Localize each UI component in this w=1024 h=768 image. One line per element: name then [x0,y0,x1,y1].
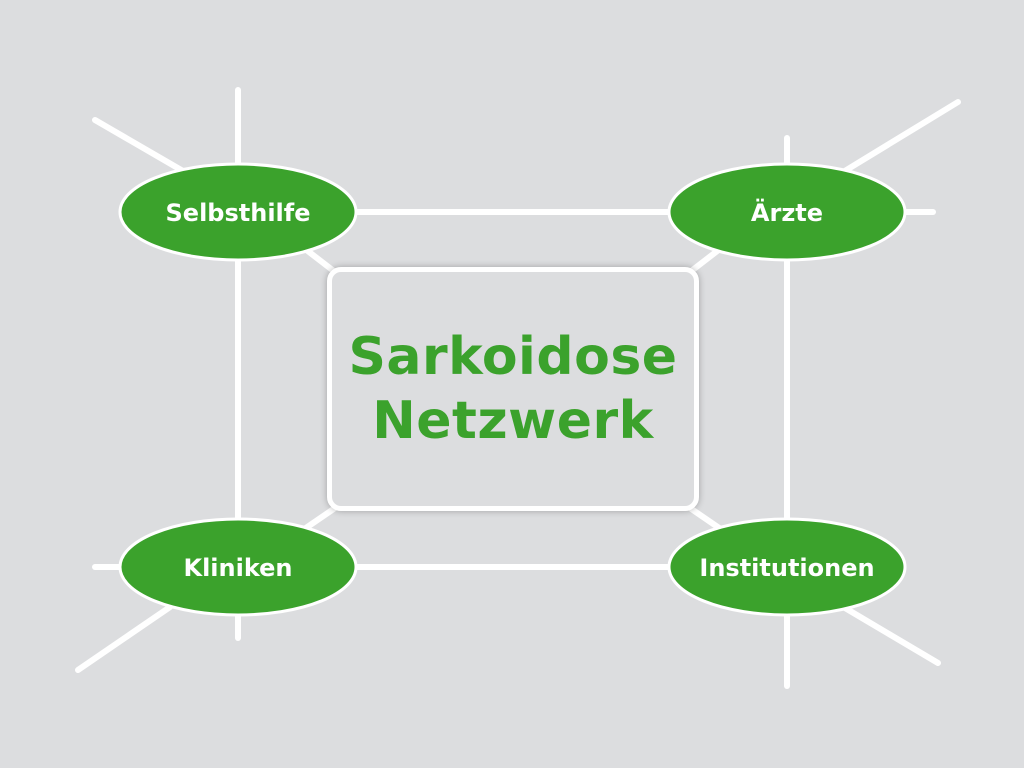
title-line-1: Sarkoidose [348,327,678,387]
node-aerzte: Ärzte [667,162,907,262]
ray-top-left [92,117,198,181]
node-label-bottom-left: Kliniken [183,554,292,582]
title-line-2: Netzwerk [372,391,654,451]
node-ellipse [667,162,907,262]
node-label-top-right: Ärzte [751,198,823,227]
node-institutionen: Institutionen [667,517,907,617]
node-kliniken: Kliniken [118,517,358,617]
node-selbsthilfe: Selbsthilfe [118,162,358,262]
center-title-box: Sarkoidose Netzwerk [327,267,699,511]
node-ellipse [667,517,907,617]
node-ellipse [118,517,358,617]
ray-bottom-right [837,602,941,666]
ray-top-right [827,99,961,183]
node-label-bottom-right: Institutionen [699,554,874,582]
node-ellipse [118,162,358,262]
node-label-top-left: Selbsthilfe [166,199,311,227]
ray-bottom-left [75,604,173,673]
